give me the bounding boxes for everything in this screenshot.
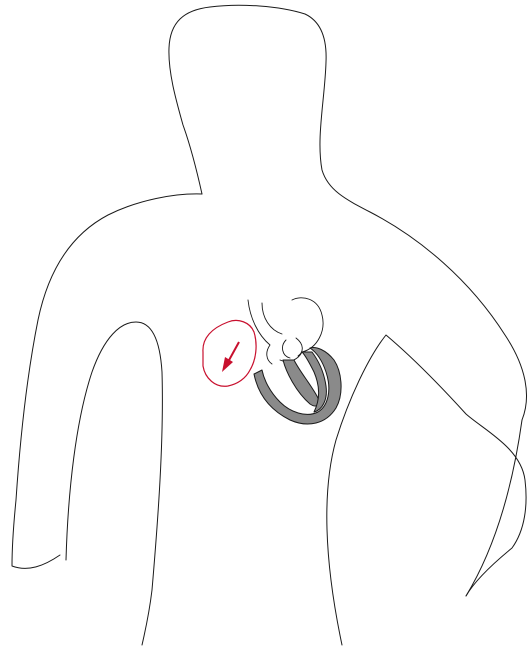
left-atrium-outline <box>203 320 256 386</box>
left-torso-edge <box>66 322 162 645</box>
right-arm-outline <box>466 420 522 596</box>
left-shoulder-arm-outline <box>12 194 202 568</box>
body-outline <box>169 5 527 420</box>
arrow-down-left-icon <box>222 342 239 372</box>
right-torso-edge <box>327 335 526 645</box>
